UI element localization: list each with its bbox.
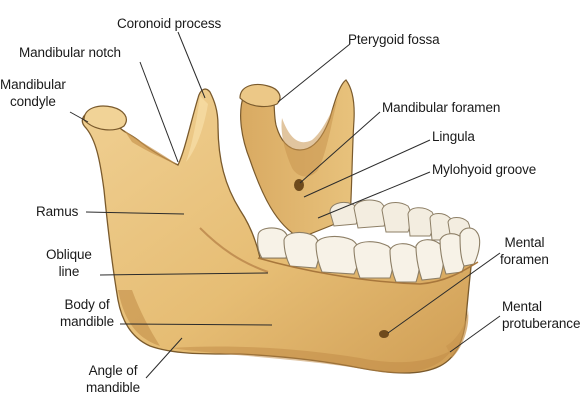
label-mental-protuberance: Mental protuberance bbox=[502, 299, 581, 331]
mandible-body bbox=[81, 88, 473, 374]
mandibular-condyle-shape bbox=[83, 105, 127, 131]
pterygoid-fossa-shadow bbox=[281, 98, 338, 177]
label-oblique-line: Oblique line bbox=[46, 247, 92, 279]
oblique-ridge bbox=[199, 227, 269, 273]
leader-lines bbox=[69, 31, 501, 379]
coronoid-highlight bbox=[186, 96, 208, 162]
angle-shade bbox=[118, 290, 160, 346]
label-mylohyoid-groove: Mylohyoid groove bbox=[432, 162, 537, 177]
label-lingula: Lingula bbox=[432, 129, 475, 144]
label-mandibular-condyle: Mandibular condyle bbox=[0, 77, 66, 109]
notch-shade bbox=[124, 130, 178, 165]
label-mental-foramen: Mental foramen bbox=[500, 235, 549, 267]
lower-border-shade bbox=[170, 346, 452, 373]
label-mandibular-foramen: Mandibular foramen bbox=[382, 100, 501, 115]
mental-protuberance-shape bbox=[446, 310, 469, 358]
alveolar-margin bbox=[257, 257, 479, 285]
label-pterygoid-fossa: Pterygoid fossa bbox=[348, 32, 440, 47]
label-ramus: Ramus bbox=[36, 204, 79, 219]
label-coronoid-process: Coronoid process bbox=[117, 16, 222, 31]
inner-condyle bbox=[239, 83, 281, 108]
outer-teeth-row bbox=[257, 227, 481, 283]
label-mandibular-notch: Mandibular notch bbox=[19, 45, 121, 60]
mental-foramen-shape bbox=[379, 330, 389, 338]
label-body-of-mandible: Body of mandible bbox=[60, 297, 114, 329]
label-angle-of-mandible: Angle of mandible bbox=[86, 363, 140, 395]
